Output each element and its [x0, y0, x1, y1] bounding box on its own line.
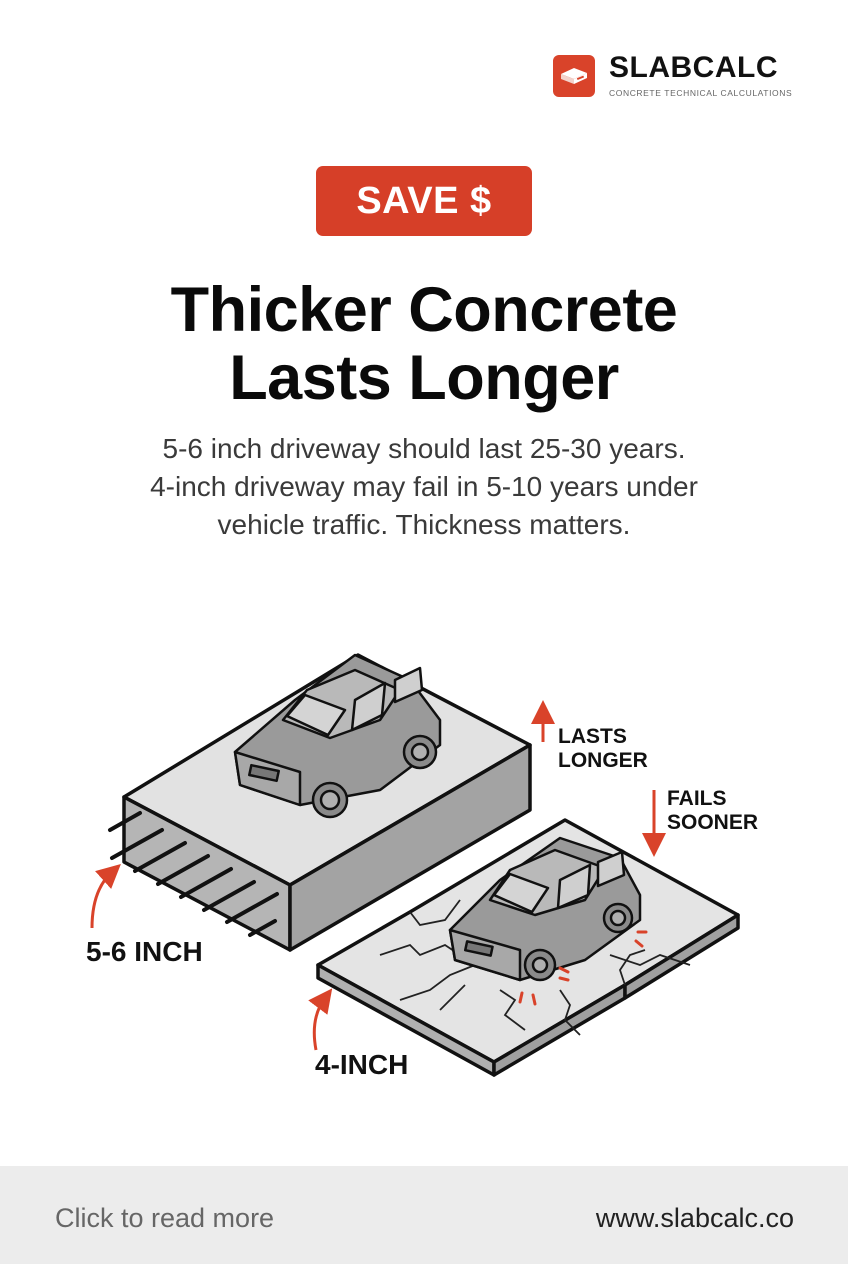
- rebar-icon: [108, 811, 279, 937]
- thick-slab-label: 5-6 INCH: [86, 936, 203, 967]
- brand-logo: [553, 54, 595, 97]
- title-line-1: Thicker Concrete: [170, 275, 678, 345]
- description-line-1: 5-6 inch driveway should last 25-30 year…: [162, 433, 686, 464]
- description-line-3: vehicle traffic. Thickness matters.: [217, 509, 631, 540]
- description: 5-6 inch driveway should last 25-30 year…: [60, 430, 788, 544]
- page-title: Thicker Concrete Lasts Longer: [0, 276, 848, 412]
- title-line-2: Lasts Longer: [229, 343, 619, 413]
- car-icon: [233, 653, 442, 819]
- concrete-slab-icon: [561, 67, 587, 84]
- impact-marks-icon: [518, 930, 648, 1006]
- brand-name: SLABCALC: [609, 51, 778, 84]
- fails-sooner-label: FAILS SOONER: [667, 787, 759, 834]
- lasts-longer-label: LASTS LONGER: [558, 725, 648, 772]
- footer: Click to read more www.slabcalc.co: [0, 1166, 848, 1264]
- car-icon: [448, 836, 642, 982]
- thin-slab-label: 4-INCH: [315, 1049, 409, 1080]
- curved-arrow-icon: [308, 988, 333, 1051]
- read-more-link[interactable]: Click to read more: [55, 1203, 275, 1233]
- slab-comparison-illustration: [90, 653, 740, 1077]
- brand-tagline: CONCRETE TECHNICAL CALCULATIONS: [609, 88, 793, 98]
- description-line-2: 4-inch driveway may fail in 5-10 years u…: [150, 471, 698, 502]
- crack-lines: [379, 899, 691, 1036]
- brand-header: SLABCALC CONCRETE TECHNICAL CALCULATIONS: [553, 53, 792, 98]
- website-link[interactable]: www.slabcalc.co: [595, 1203, 794, 1233]
- curved-arrow-icon: [90, 863, 121, 929]
- save-badge: SAVE $: [316, 166, 532, 236]
